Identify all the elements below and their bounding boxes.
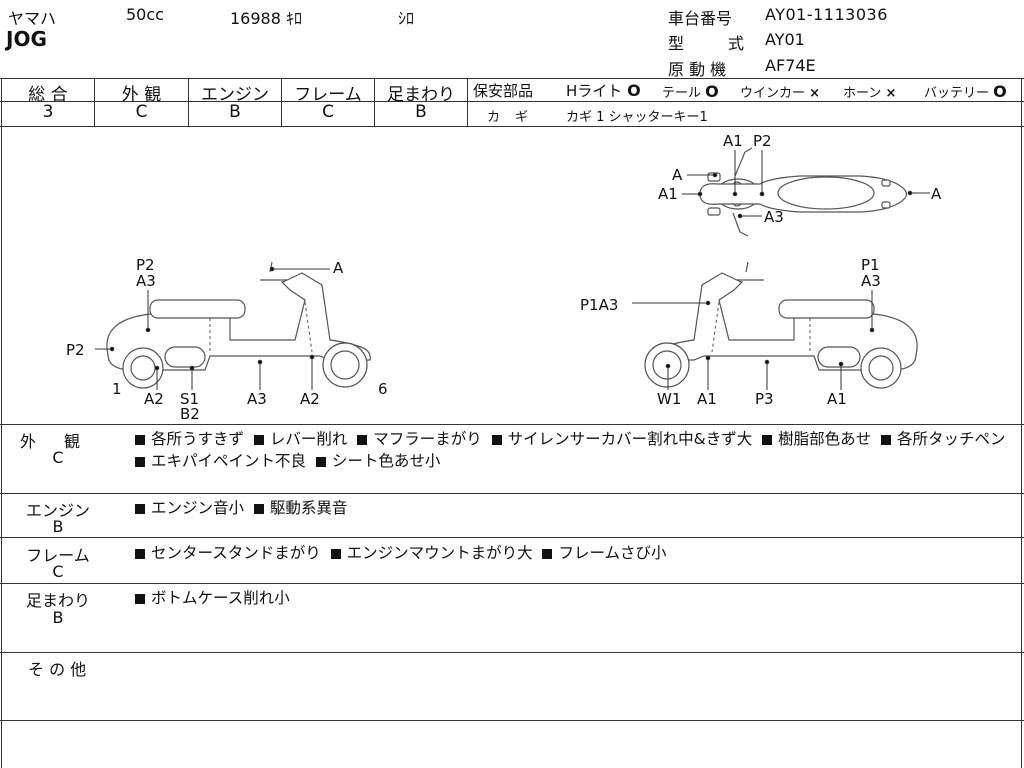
diagram-label: A (672, 166, 683, 184)
grade-overall-label: 総 合 (28, 85, 68, 105)
engine-code: AF74E (765, 56, 816, 75)
grade-engine-value: B (229, 102, 241, 122)
section-exterior-title: 外 観 (20, 432, 87, 451)
grade-frame-value: C (322, 102, 334, 122)
diagram-label: B2 (180, 405, 200, 423)
section-engine-notes: エンジン音小 駆動系異音 (135, 497, 1020, 519)
section-frame-notes: センタースタンドまがり エンジンマウントまがり大 フレームさび小 (135, 542, 1020, 564)
section-exterior-notes: 各所うすきず レバー削れ マフラーまがり サイレンサーカバー割れ中&きず大 樹脂… (135, 428, 1020, 472)
engine-label: 原 動 機 (668, 60, 727, 79)
grade-suspension-label: 足まわり (387, 85, 455, 105)
grade-suspension-value: B (415, 102, 427, 122)
safety-label: 保安部品 (473, 82, 534, 100)
safety-item-horn: ホーン × (843, 86, 897, 101)
mileage: 16988 ｷﾛ (230, 9, 302, 28)
diagram-label: P2 (66, 341, 85, 359)
diagram-label: P2 (753, 132, 772, 150)
safety-item-tail: テール O (662, 82, 719, 101)
model-code: AY01 (765, 30, 805, 49)
frame-no-label: 車台番号 (668, 9, 733, 28)
section-suspension-grade: B (52, 608, 64, 627)
grade-exterior-value: C (135, 102, 148, 122)
diagram-label: A1 (697, 390, 717, 408)
diagram-label: A (333, 259, 344, 277)
model-name: JOG (6, 27, 47, 51)
safety-item-winker: ウインカー × (740, 86, 821, 101)
section-suspension-notes: ボトムケース削れ小 (135, 587, 1020, 609)
diagram-label: A3 (247, 390, 267, 408)
displacement: 50cc (126, 5, 164, 24)
diagram-label: 6 (378, 380, 388, 398)
diagram-label: A3 (764, 208, 784, 226)
frame-no: AY01-1113036 (765, 5, 888, 24)
diagram-label: A2 (144, 390, 164, 408)
key-label: カ ギ (487, 110, 530, 125)
diagram-label: P2 (136, 256, 155, 274)
section-engine-grade: B (52, 517, 64, 536)
grade-exterior-label: 外 観 (121, 85, 162, 105)
grade-frame-label: フレーム (294, 85, 362, 105)
diagram-label: P3 (755, 390, 774, 408)
section-exterior-grade: C (52, 448, 64, 467)
section-engine-title: エンジン (25, 501, 90, 520)
section-suspension-title: 足まわり (25, 591, 90, 610)
color: ｼﾛ (398, 9, 415, 28)
diagram-label: P1 (861, 256, 880, 274)
key-value: カギ 1 シャッターキー1 (566, 110, 708, 125)
diagram-label: 1 (112, 380, 122, 398)
diagram-label: A2 (300, 390, 320, 408)
section-other-title: そ の 他 (28, 660, 87, 679)
diagram-label: W1 (657, 390, 682, 408)
model-label: 型 式 (668, 34, 759, 53)
diagram-label: A1 (723, 132, 743, 150)
diagram-label: A3 (861, 272, 881, 290)
grade-overall-value: 3 (42, 102, 54, 122)
grade-engine-label: エンジン (201, 85, 269, 105)
diagram-label: S1 (180, 390, 200, 408)
diagram-label: A1 (658, 185, 678, 203)
diagram-label: P1A3 (580, 296, 619, 314)
section-frame-title: フレーム (26, 546, 90, 565)
safety-item-battery: バッテリー O (924, 82, 1007, 101)
safety-item-headlight: Hライト O (566, 81, 641, 100)
diagram-label: A3 (136, 272, 156, 290)
diagram-label: A1 (827, 390, 847, 408)
diagram-label: A (931, 185, 942, 203)
section-frame-grade: C (52, 562, 64, 581)
maker: ヤマハ (8, 9, 57, 28)
